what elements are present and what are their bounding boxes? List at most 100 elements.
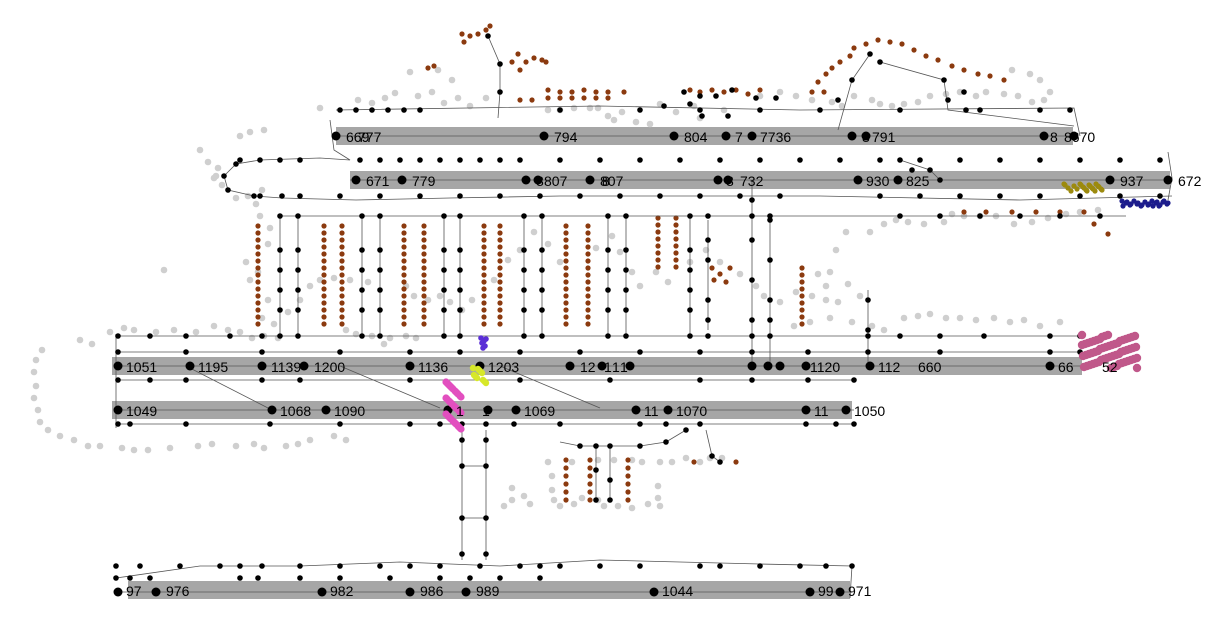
shelf-point-194: [545, 87, 551, 93]
path-node-222: [477, 563, 483, 569]
ghost-point-207: [1026, 70, 1034, 78]
shelf-point-67: [421, 265, 427, 271]
path-node-92: [957, 157, 963, 163]
shelf-point-21: [321, 258, 327, 264]
ghost-point-196: [926, 92, 934, 100]
shelf-point-235: [821, 89, 827, 95]
path-node-282: [623, 247, 629, 253]
path-node-43: [663, 405, 673, 415]
rose-cluster-dot-59: [1095, 344, 1105, 354]
ghost-point-95: [1094, 206, 1102, 214]
path-edge-18: [115, 559, 853, 599]
path-node-104: [457, 193, 463, 199]
path-node-218: [337, 563, 343, 569]
ghost-point-119: [36, 418, 44, 426]
path-node-55: [353, 107, 359, 113]
rose-cluster: [1077, 330, 1142, 373]
node-label-18: 732: [740, 173, 764, 189]
path-node-338: [937, 177, 943, 183]
path-node-312: [485, 33, 491, 39]
shelf-point-182: [483, 27, 489, 33]
shelf-point-95: [497, 251, 503, 257]
path-node-133: [749, 213, 755, 219]
path-node-42: [631, 405, 641, 415]
aisle-band-5: [128, 581, 850, 599]
magenta-cluster-dot-33: [442, 394, 450, 402]
shelf-point-30: [321, 321, 327, 327]
path-node-317: [849, 77, 855, 83]
ghost-point-85: [940, 218, 948, 226]
shelf-point-249: [711, 277, 717, 283]
ghost-point-100: [956, 314, 964, 322]
ghost-point-23: [214, 164, 222, 172]
shelf-point-226: [975, 71, 981, 77]
ghost-point-3: [440, 99, 448, 107]
ghost-point-66: [752, 282, 760, 290]
path-edge-44: [499, 365, 601, 409]
shelf-point-98: [497, 272, 503, 278]
path-node-208: [803, 421, 809, 427]
shelf-point-73: [421, 307, 427, 313]
path-node-324: [593, 467, 599, 473]
shelf-point-62: [421, 230, 427, 236]
ghost-point-164: [556, 502, 564, 510]
shelf-point-146: [673, 229, 679, 235]
shelf-point-106: [563, 223, 569, 229]
ghost-point-67: [760, 292, 768, 300]
path-node-3: [669, 131, 679, 141]
ghost-point-94: [1076, 208, 1084, 216]
path-node-97: [1157, 157, 1163, 163]
path-node-253: [295, 307, 301, 313]
path-node-275: [539, 267, 545, 273]
path-node-209: [833, 421, 839, 427]
shelf-point-122: [585, 230, 591, 236]
path-node-23: [257, 361, 267, 371]
shelf-point-32: [339, 230, 345, 236]
path-node-211: [113, 563, 119, 569]
path-node-221: [437, 563, 443, 569]
shelf-point-131: [585, 293, 591, 299]
path-node-86: [717, 157, 723, 163]
node-label-21: 937: [1120, 173, 1144, 189]
path-node-166: [115, 349, 121, 355]
path-node-269: [457, 307, 463, 313]
node-label-44: 11: [644, 403, 659, 419]
node-label-54: 99: [818, 583, 834, 599]
path-node-161: [897, 333, 903, 339]
magenta-cluster-dot-32: [453, 389, 461, 397]
shelf-point-155: [799, 286, 805, 292]
ghost-point-24: [252, 200, 260, 208]
path-node-6: [847, 131, 857, 141]
path-node-301: [767, 317, 773, 323]
path-node-145: [259, 333, 265, 339]
path-node-127: [521, 213, 527, 219]
ghost-point-130: [208, 440, 216, 448]
shelf-point-87: [481, 300, 487, 306]
ghost-point-53: [544, 240, 552, 248]
ghost-point-26: [266, 224, 274, 232]
path-node-198: [337, 421, 343, 427]
magenta-cluster-dot-37: [446, 414, 454, 422]
node-label-52: 989: [476, 583, 500, 599]
ghost-point-114: [32, 356, 40, 364]
ghost-point-224: [544, 106, 552, 114]
ghost-point-90: [1010, 220, 1018, 228]
shelf-point-184: [459, 31, 465, 37]
path-node-256: [359, 287, 365, 293]
path-node-83: [597, 157, 603, 163]
shelf-point-111: [563, 258, 569, 264]
path-node-340: [221, 173, 227, 179]
path-node-110: [697, 193, 703, 199]
shelf-point-181: [475, 31, 481, 37]
path-node-242: [437, 575, 443, 581]
path-node-40: [483, 405, 493, 415]
path-node-101: [337, 193, 343, 199]
shelf-point-79: [481, 244, 487, 250]
ghost-point-121: [56, 432, 64, 440]
shelf-point-83: [481, 272, 487, 278]
ghost-point-180: [656, 458, 664, 466]
ghost-point-204: [1040, 96, 1048, 104]
shelf-point-10: [255, 286, 261, 292]
ghost-point-203: [1028, 98, 1036, 106]
ghost-point-222: [604, 112, 612, 120]
